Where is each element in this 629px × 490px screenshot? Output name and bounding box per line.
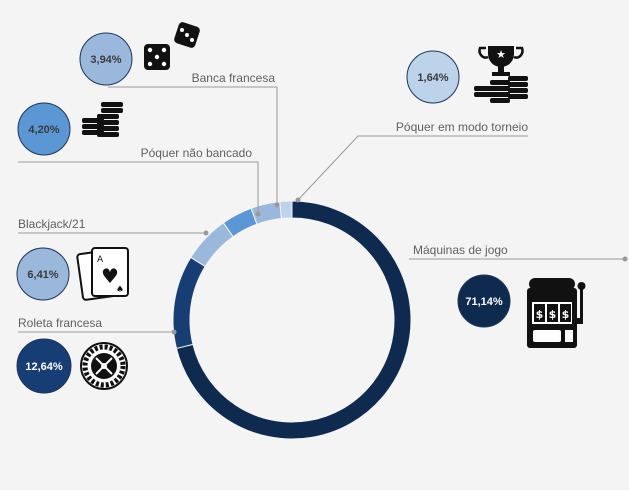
label-banca-francesa: Banca francesa [192, 71, 276, 85]
leader-lines [18, 86, 628, 335]
svg-text:$: $ [536, 308, 544, 321]
value-bubble-roleta-francesa [16, 338, 72, 394]
label-roleta-francesa: Roleta francesa [18, 316, 102, 330]
svg-text:♠: ♠ [116, 285, 124, 295]
value-bubble-banca-francesa [79, 32, 133, 86]
donut-ring [172, 200, 412, 440]
svg-text:A: A [97, 255, 104, 265]
slot-machine-icon: $ $ $ [527, 278, 586, 348]
value-bubble-poquer-nao-bancado [17, 102, 71, 156]
value-label-blackjack-21: 6,41% [27, 269, 58, 281]
label-poquer-em-modo-torneio: Póquer em modo torneio [396, 120, 528, 134]
leader-dot-poquer-nao-bancado [255, 211, 261, 217]
label-poquer-nao-bancado: Póquer não bancado [141, 146, 253, 160]
label-maquinas-de-jogo: Máquinas de jogo [413, 243, 508, 257]
leader-dot-poquer-em-modo-torneio [295, 197, 301, 203]
value-label-maquinas-de-jogo: 71,14% [465, 296, 503, 308]
leader-poquer-em-modo-torneio [297, 135, 528, 201]
slice-poquer-em-modo-torneio [279, 200, 293, 220]
svg-text:$: $ [549, 308, 557, 321]
playing-cards-icon: A ♥ ♠ [76, 247, 129, 301]
leader-banca-francesa [108, 86, 278, 205]
slice-roleta-francesa [172, 256, 206, 350]
leader-dot-banca-francesa [274, 202, 280, 208]
svg-text:$: $ [562, 308, 570, 321]
leader-poquer-nao-bancado [18, 161, 259, 214]
dice-icon [144, 22, 200, 70]
leader-dot-maquinas-de-jogo [622, 256, 628, 262]
svg-text:★: ★ [496, 48, 506, 61]
value-label-poquer-nao-bancado: 4,20% [28, 124, 59, 136]
label-blackjack-21: Blackjack/21 [18, 217, 86, 231]
value-bubble-blackjack-21 [16, 247, 70, 301]
value-label-roleta-francesa: 12,64% [25, 361, 63, 373]
slice-maquinas-de-jogo [175, 200, 412, 440]
leader-dot-roleta-francesa [171, 329, 177, 335]
value-bubbles: 71,14% 12,64% 6,41% 4,20% 3,94% 1,64% [16, 32, 511, 394]
slice-blackjack-21 [190, 222, 234, 268]
value-label-banca-francesa: 3,94% [90, 54, 121, 66]
value-label-poquer-em-modo-torneio: 1,64% [417, 72, 448, 84]
trophy-chips-icon: ★ [474, 46, 528, 103]
value-bubble-maquinas-de-jogo [457, 274, 511, 328]
roulette-wheel-icon [80, 342, 128, 390]
poker-chips-icon [82, 102, 123, 137]
leader-dot-blackjack-21 [203, 230, 209, 236]
svg-text:♥: ♥ [101, 264, 119, 288]
value-bubble-poquer-em-modo-torneio [406, 50, 460, 104]
